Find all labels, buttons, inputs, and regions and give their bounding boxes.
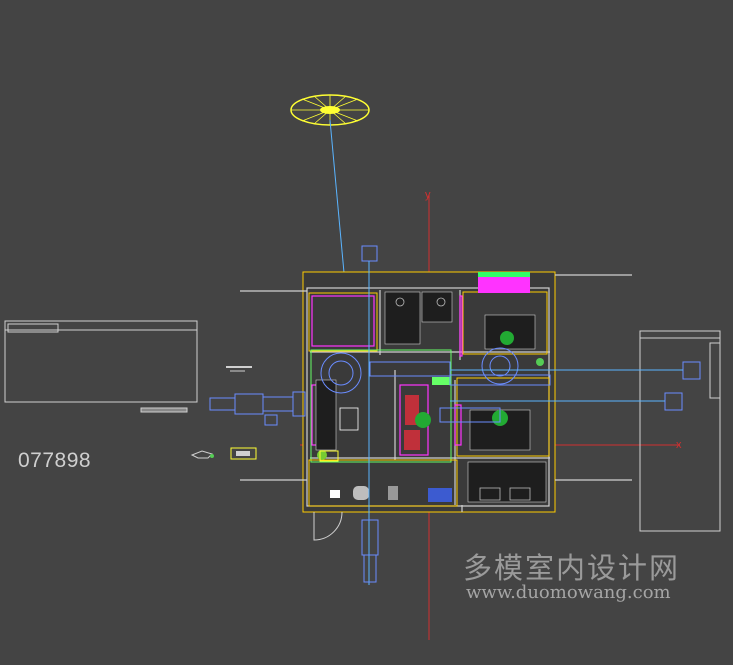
watermark-url: www.duomowang.com (466, 582, 671, 603)
model-id-label: 077898 (18, 449, 92, 472)
left-exterior-object[interactable] (4, 320, 252, 413)
right-exterior-object[interactable] (639, 330, 721, 532)
x-axis-label: x (676, 439, 682, 451)
detached-small-object[interactable] (190, 447, 257, 460)
bedroom-wardrobe[interactable] (478, 277, 530, 293)
camera-gizmos[interactable] (209, 245, 701, 585)
floor-plan[interactable] (240, 271, 632, 541)
y-axis-label: y (425, 189, 431, 201)
watermark-site-name: 多模室内设计网 (463, 551, 681, 585)
